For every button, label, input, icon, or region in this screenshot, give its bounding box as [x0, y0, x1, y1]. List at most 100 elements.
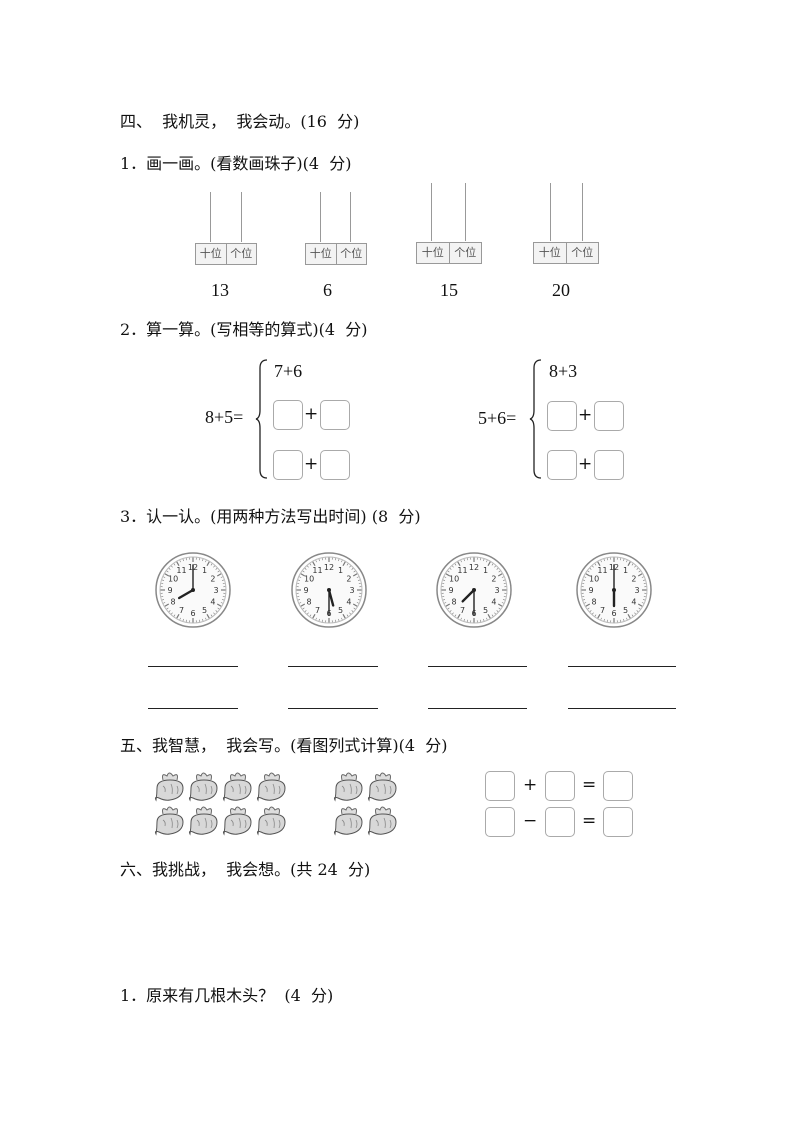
answer-box[interactable] — [545, 771, 575, 801]
clock-tick — [312, 613, 316, 619]
clock-tick — [351, 568, 354, 570]
clock-tick — [176, 561, 180, 567]
given-equation: 8+3 — [549, 361, 578, 381]
clock-tick — [179, 617, 181, 620]
answer-box[interactable] — [320, 450, 350, 480]
clock-tick — [603, 618, 605, 622]
answer-box[interactable] — [320, 400, 350, 430]
answer-box[interactable] — [594, 450, 624, 480]
clock-tick — [626, 560, 628, 563]
clock-tick — [352, 603, 358, 607]
clock-tick — [445, 573, 451, 577]
answer-line[interactable] — [148, 666, 238, 667]
clock-tick — [597, 613, 601, 619]
clock-numeral: 8 — [452, 598, 457, 607]
clock-tick — [634, 612, 636, 615]
clock-tick — [592, 565, 594, 568]
clock-tick — [338, 618, 340, 622]
clock-tick — [494, 612, 496, 615]
answer-box[interactable] — [547, 401, 577, 431]
answer-line[interactable] — [428, 666, 527, 667]
clock-tick — [171, 612, 173, 615]
clock-tick — [161, 579, 165, 581]
answer-line[interactable] — [288, 666, 378, 667]
answer-box[interactable] — [485, 771, 515, 801]
clock-tick — [352, 573, 358, 577]
clock-tick — [349, 612, 351, 615]
clock-numeral: 6 — [190, 609, 195, 618]
clock-tick — [483, 558, 485, 562]
clock-tick — [312, 561, 316, 567]
clock-numeral: 1 — [338, 566, 343, 575]
clock-numeral: 9 — [588, 586, 593, 595]
clock-tick — [582, 579, 586, 581]
answer-box[interactable] — [594, 401, 624, 431]
plus-sign: + — [578, 454, 593, 474]
radish-icon — [256, 806, 286, 836]
brace-icon — [255, 359, 268, 479]
clock-tick — [452, 565, 454, 568]
answer-box[interactable] — [603, 771, 633, 801]
answer-box[interactable] — [603, 807, 633, 837]
clock-tick — [637, 573, 643, 577]
clock-numeral: 10 — [449, 575, 459, 584]
answer-box[interactable] — [273, 450, 303, 480]
clock-tick — [299, 602, 302, 604]
clock-tick — [342, 561, 346, 567]
answer-box[interactable] — [485, 807, 515, 837]
clock-tick — [497, 603, 503, 607]
clock-tick — [163, 602, 166, 604]
clock-tick — [587, 607, 590, 610]
clock-tick — [318, 618, 320, 622]
clock-tick — [486, 617, 488, 620]
clock-tick — [442, 579, 446, 581]
clock-numeral: 10 — [589, 575, 599, 584]
clock-tick — [585, 603, 591, 607]
clock-tick — [587, 570, 590, 573]
answer-line[interactable] — [568, 666, 676, 667]
clock-numeral: 1 — [623, 566, 628, 575]
clock-numeral: 9 — [167, 586, 172, 595]
clock-tick — [307, 565, 309, 568]
clock-tick — [171, 565, 173, 568]
clock-tick — [338, 558, 340, 562]
abacus-rod-tens — [550, 183, 551, 241]
ones-label: 个位 — [335, 244, 367, 264]
clock-tick — [457, 561, 461, 567]
answer-line[interactable] — [288, 708, 378, 709]
equation-left: 8+5= — [205, 407, 244, 427]
clock-tick — [341, 617, 343, 620]
clock-tick — [220, 576, 223, 578]
clock-tick — [463, 558, 465, 562]
clock-tick — [215, 568, 218, 570]
clock-tick — [497, 573, 503, 577]
clock-tick — [501, 602, 504, 604]
clock-tick — [638, 607, 641, 610]
clock-numeral: 7 — [315, 606, 320, 615]
answer-line[interactable] — [428, 708, 527, 709]
clock-tick — [221, 579, 225, 581]
clock-tick — [449, 568, 452, 570]
hour-hand — [177, 588, 195, 600]
equation-left: 5+6= — [478, 408, 517, 428]
answer-line[interactable] — [568, 708, 676, 709]
answer-box[interactable] — [547, 450, 577, 480]
ones-label: 个位 — [225, 244, 257, 264]
clock-numeral: 3 — [349, 586, 354, 595]
clock-tick — [179, 560, 181, 563]
clock-tick — [304, 568, 307, 570]
answer-box[interactable] — [545, 807, 575, 837]
clock-tick — [342, 613, 346, 619]
clock-tick — [623, 618, 625, 622]
plus-sign: + — [523, 775, 538, 795]
clock-tick — [182, 618, 184, 622]
clock-face-icon: 121234567891011 — [576, 552, 652, 628]
clock-numeral: 11 — [597, 566, 607, 575]
abacus-rod-tens — [431, 183, 432, 241]
answer-box[interactable] — [273, 400, 303, 430]
clock-tick — [447, 607, 450, 610]
answer-line[interactable] — [148, 708, 238, 709]
clock-tick — [460, 617, 462, 620]
clock-tick — [220, 602, 223, 604]
clock-tick — [502, 579, 506, 581]
